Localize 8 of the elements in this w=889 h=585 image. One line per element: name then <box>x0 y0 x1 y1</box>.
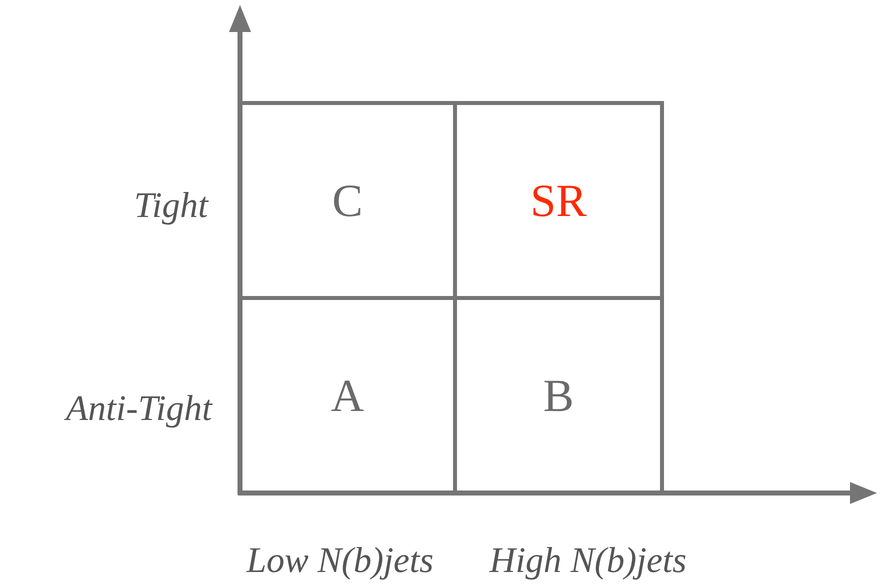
axis-label: High N(b)jets <box>490 542 686 578</box>
axis-label: Low N(b)jets <box>246 542 434 578</box>
region-label: A <box>330 372 364 418</box>
axis-label: Tight <box>134 187 208 223</box>
region-label: B <box>543 372 574 418</box>
region-label: C <box>332 178 363 224</box>
axis-label: Anti-Tight <box>66 390 212 426</box>
region-label: SR <box>530 178 587 224</box>
